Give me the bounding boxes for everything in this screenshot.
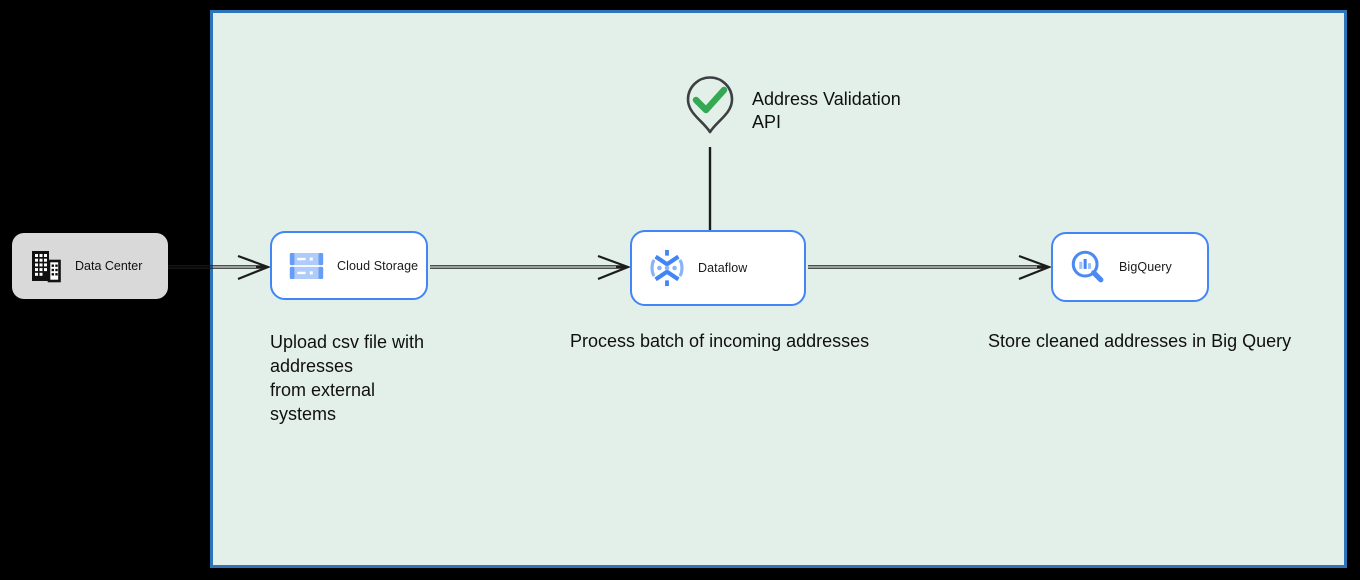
node-label-cloud-storage: Cloud Storage [337, 258, 419, 273]
node-data-center[interactable]: Data Center [12, 233, 168, 299]
caption-cloud-storage: Upload csv file with addresses from exte… [270, 332, 425, 424]
building-icon [32, 251, 61, 283]
node-label-dataflow: Dataflow [698, 261, 748, 275]
node-cloud-storage[interactable]: Cloud Storage [270, 231, 428, 300]
caption-bigquery: Store cleaned addresses in Big Query [988, 331, 1292, 351]
caption-dataflow: Process batch of incoming addresses [570, 331, 870, 351]
node-label-data-center: Data Center [75, 259, 143, 273]
bigquery-icon [1071, 250, 1104, 283]
cloud-storage-icon [289, 252, 324, 279]
address-validation-api-label: Address Validation API [752, 89, 901, 132]
node-label-bigquery: BigQuery [1119, 260, 1172, 274]
node-dataflow[interactable]: Dataflow [630, 230, 806, 306]
node-bigquery[interactable]: BigQuery [1051, 232, 1209, 302]
dataflow-icon [650, 249, 684, 287]
